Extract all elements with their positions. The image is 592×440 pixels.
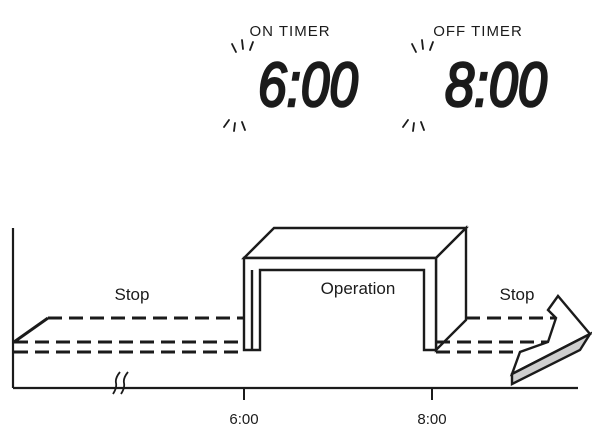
state-label-operation: Operation bbox=[321, 279, 396, 298]
axis-ticks bbox=[243, 388, 433, 400]
on-timer-blink-icon bbox=[223, 39, 254, 132]
state-label-stop-right: Stop bbox=[500, 285, 535, 304]
arrow-right-icon bbox=[509, 294, 592, 386]
on-timer-label: ON TIMER bbox=[249, 23, 330, 40]
svg-text:6:00: 6:00 bbox=[258, 51, 358, 120]
operation-block bbox=[241, 225, 469, 353]
off-timer-label: OFF TIMER bbox=[433, 23, 523, 40]
diagram-axes bbox=[11, 228, 578, 390]
operation-block-front bbox=[242, 256, 438, 352]
stop-band-left-edge bbox=[13, 316, 49, 344]
stop-band-left bbox=[14, 316, 244, 354]
off-timer-blink-icon bbox=[402, 39, 434, 132]
stop-band-right bbox=[436, 316, 556, 354]
operation-block-top bbox=[241, 226, 469, 260]
tick-label-on: 6:00 bbox=[229, 411, 258, 428]
svg-text:8:00: 8:00 bbox=[445, 51, 547, 120]
state-label-stop-left: Stop bbox=[115, 285, 150, 304]
tick-label-off: 8:00 bbox=[417, 411, 446, 428]
axis-break-icon bbox=[112, 371, 129, 395]
on-timer-time-display: 6:00 bbox=[257, 50, 360, 122]
off-timer-time-display: 8:00 bbox=[444, 50, 549, 122]
